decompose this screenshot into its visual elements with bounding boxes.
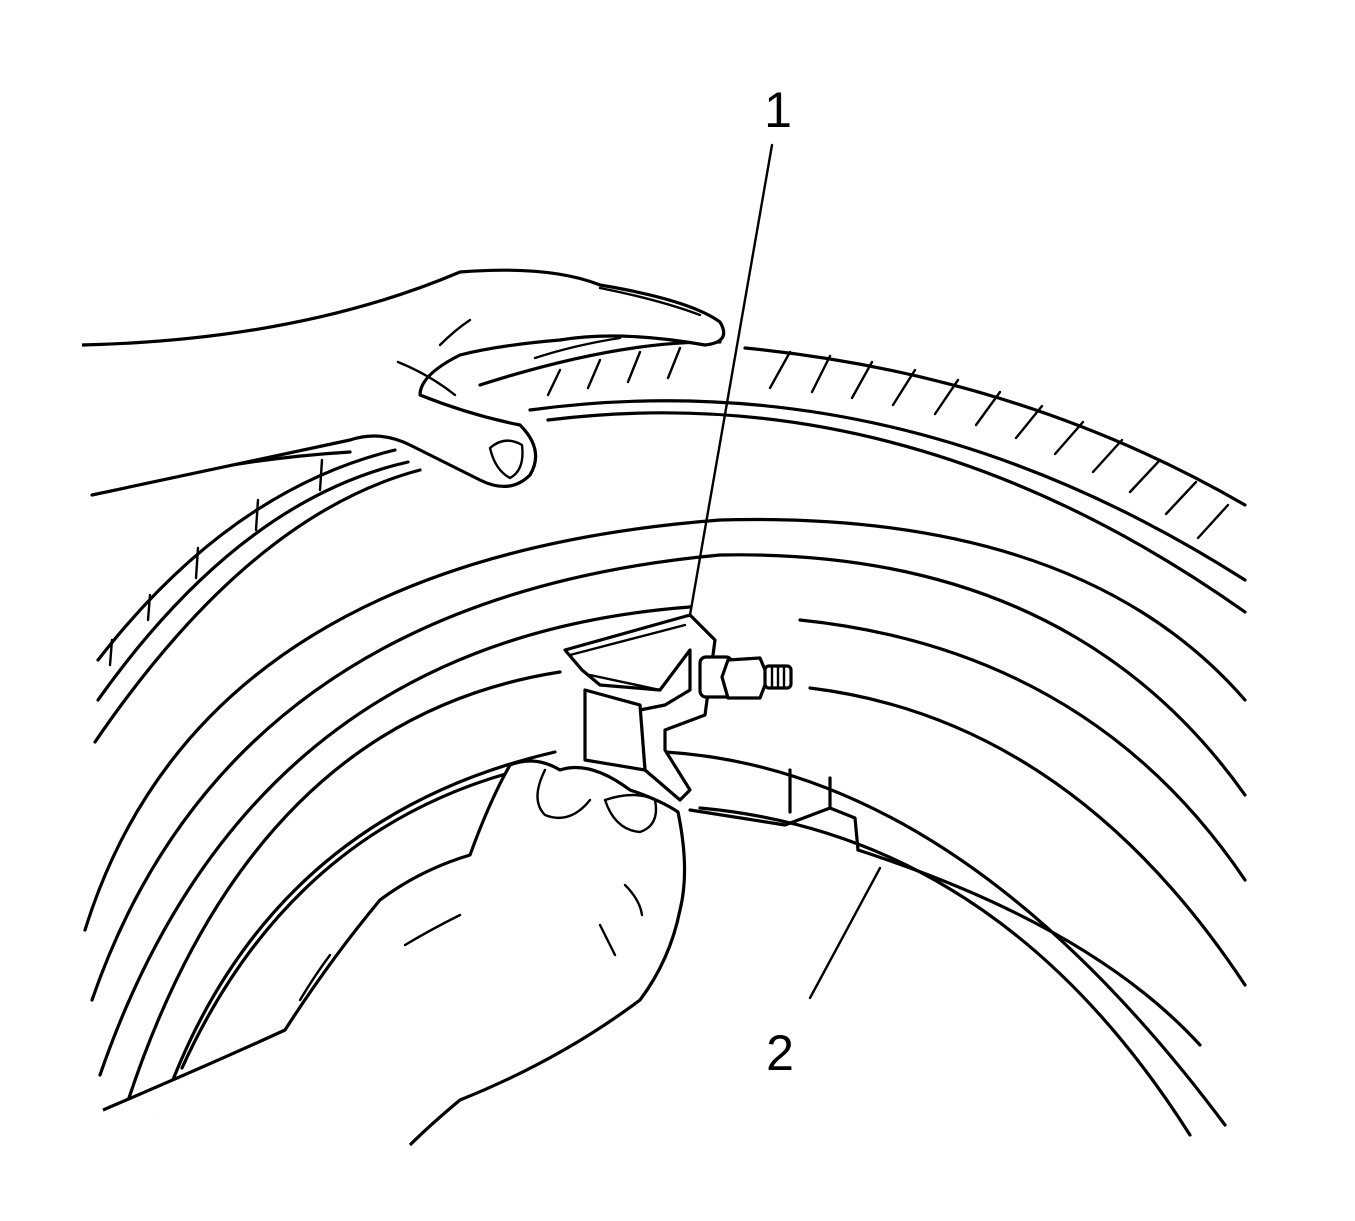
callout-1-leader bbox=[688, 143, 774, 617]
upper-hand bbox=[81, 268, 726, 497]
wheel-rim bbox=[83, 517, 1247, 1137]
callout-1-label: 1 bbox=[764, 82, 792, 138]
tire-tread bbox=[90, 340, 1247, 744]
callout-2-label: 2 bbox=[766, 1025, 794, 1081]
valve-stem bbox=[698, 655, 793, 700]
lower-hand bbox=[102, 759, 687, 1147]
tpms-sensor-bracket bbox=[563, 613, 717, 802]
callout-2-leader bbox=[808, 866, 882, 1000]
